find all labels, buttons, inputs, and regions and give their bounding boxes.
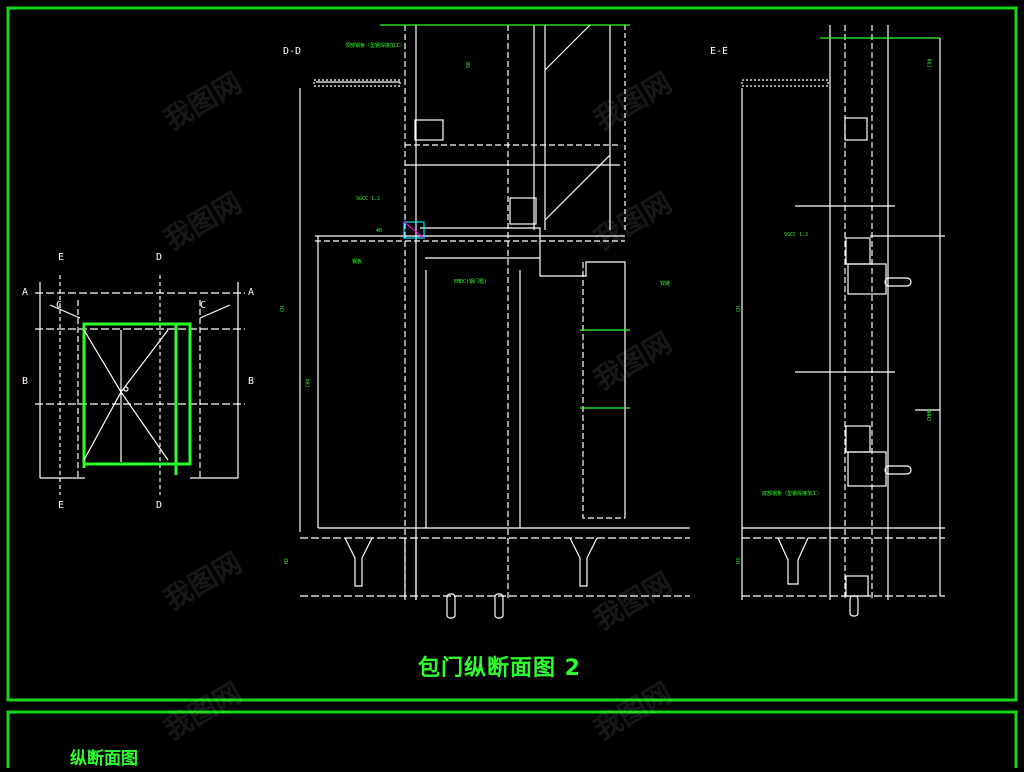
section-label-ee: E-E — [710, 46, 729, 57]
plan-marker-e-bottom: E — [58, 500, 65, 511]
dim-label-c90: C90 — [927, 58, 934, 68]
plan-marker-a-left: A — [22, 287, 29, 298]
note-sgcc-ee: SGCC 1.2 — [784, 232, 809, 238]
drawing-main-title: 包门纵断面图 2 — [418, 656, 581, 681]
plan-marker-b-left: B — [22, 376, 29, 387]
section-ee — [741, 25, 945, 617]
note-emdc-frame: EMDC(钢门框) — [454, 279, 488, 285]
dim-label-h2: H2 — [284, 557, 291, 565]
note-hinge: 铰链 — [660, 281, 671, 287]
section-label-dd: D-D — [283, 46, 302, 57]
section-dd — [299, 24, 690, 619]
dim-label-50: 50 — [466, 61, 473, 69]
note-steel-plate: 钢板 — [352, 259, 363, 265]
plan-view — [35, 275, 245, 495]
plan-marker-c-left: C — [56, 300, 63, 311]
plan-marker-d-bottom: D — [156, 500, 163, 511]
note-sgcc-dd: SGCC 1.2 — [356, 196, 381, 202]
dim-label-chx: CHX — [305, 378, 312, 388]
dim-label-ch: CH — [280, 305, 287, 313]
dim-label-40: 40 — [376, 228, 383, 234]
dim-label-chhd: CHHD — [927, 408, 934, 422]
note-top-plate: 顶部钢板（型钢焊接加工） — [345, 43, 406, 49]
dim-label-ch-ee: CH — [736, 305, 743, 313]
plan-marker-e-top: E — [58, 252, 65, 263]
lower-frame — [6, 710, 1018, 772]
drawing-frame — [6, 6, 1018, 702]
dim-label-h3: H3 — [736, 557, 743, 565]
note-bottom-plate: 底部钢板（型钢焊接加工） — [762, 491, 823, 497]
plan-marker-a-right: A — [248, 287, 255, 298]
drawing-bottom-title: 纵断面图 — [70, 749, 138, 769]
plan-marker-b-right: B — [248, 376, 255, 387]
plan-marker-d-top: D — [156, 252, 163, 263]
plan-marker-c-right: C — [200, 300, 207, 311]
